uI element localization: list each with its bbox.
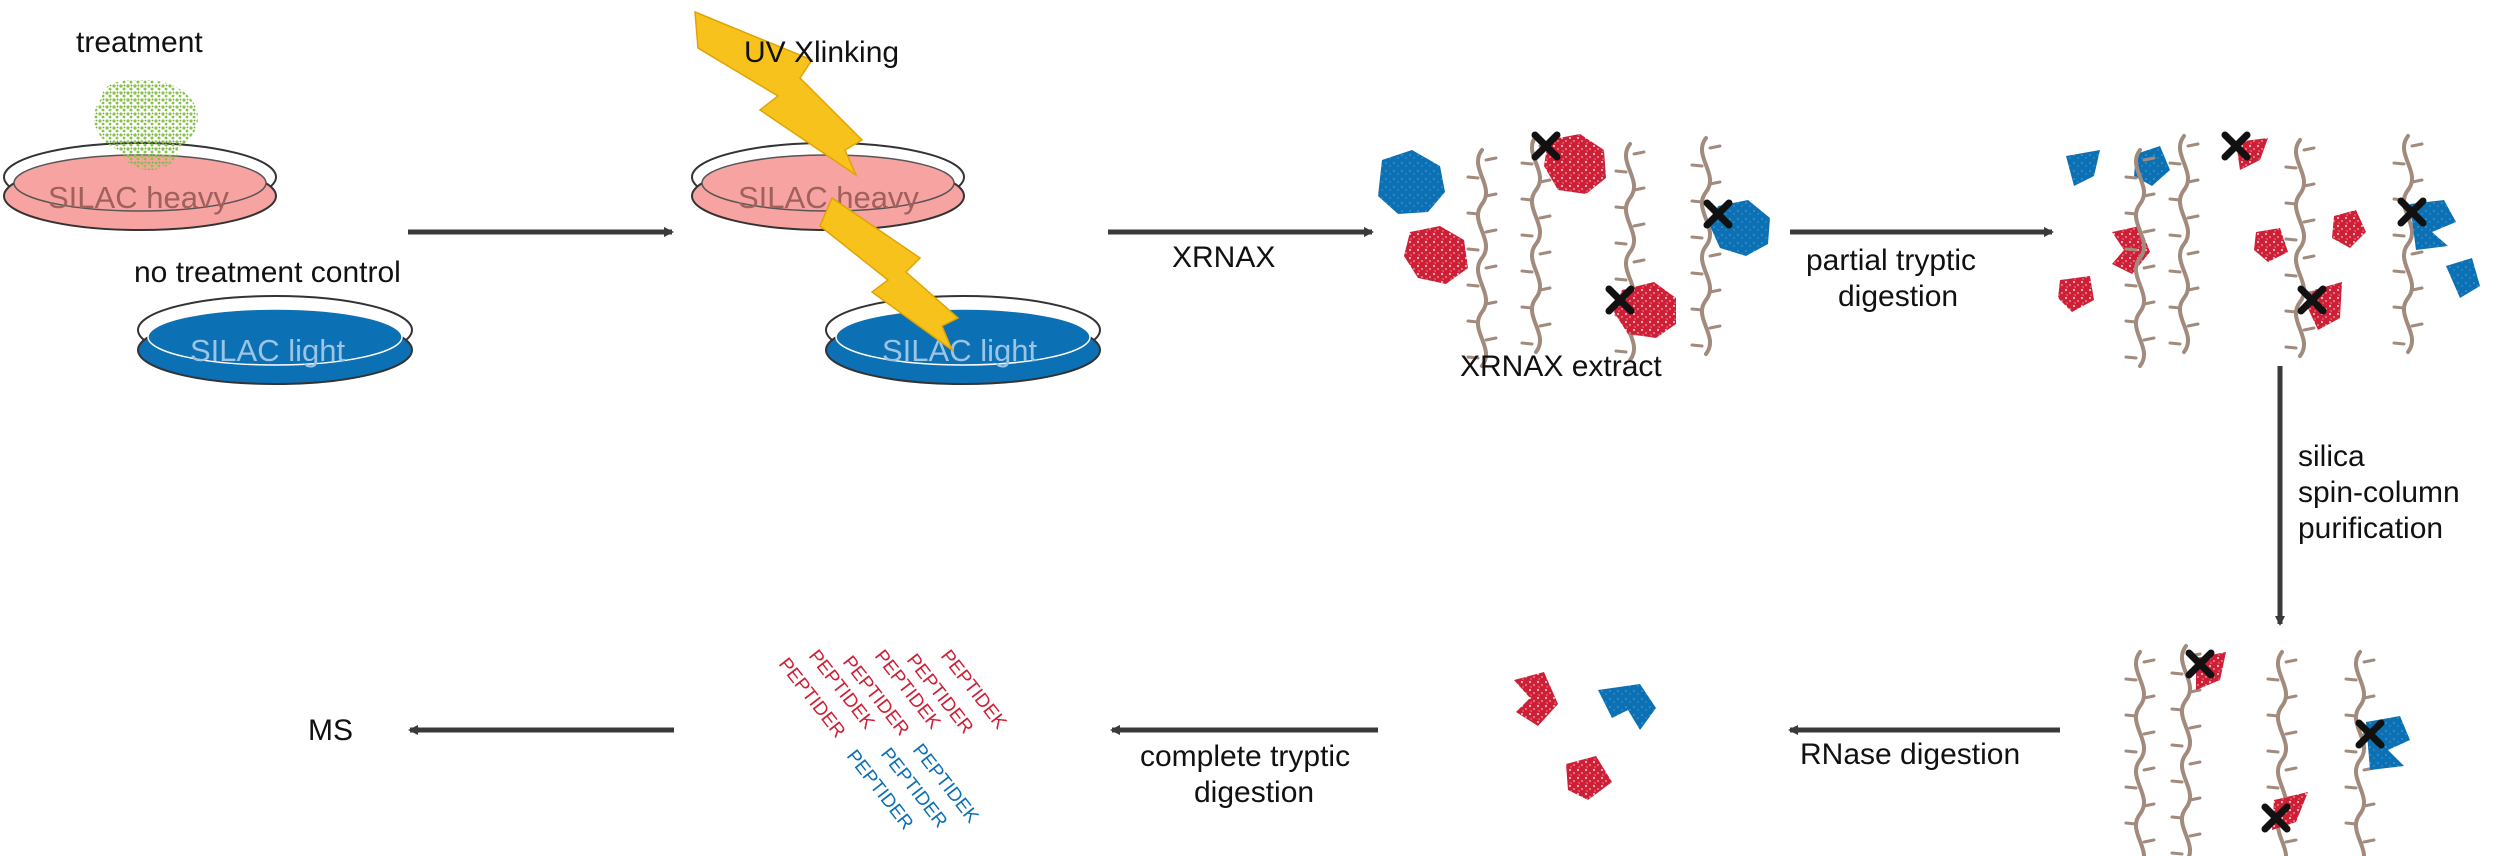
protein-fragment-blue (2366, 716, 2410, 770)
rna-strand (2168, 134, 2200, 354)
rna-strand (2284, 138, 2316, 358)
dish-light-2 (825, 295, 1101, 385)
rna-strand (1466, 148, 1498, 368)
dish-heavy-2 (691, 142, 965, 231)
partial-digestion-label-1: partial tryptic (1806, 244, 1976, 277)
lightning-bolt-icon-2 (819, 196, 960, 353)
rnase-label: RNase digestion (1800, 738, 2020, 771)
silac-light-label-1: SILAC light (190, 333, 345, 368)
complete-digestion-label-1: complete tryptic (1140, 740, 1350, 773)
uv-xlinking-label: UV Xlinking (744, 36, 899, 69)
xrnax-extract-label: XRNAX extract (1460, 350, 1662, 383)
purified-complexes-illustration (2124, 644, 2410, 856)
protein-red (1544, 134, 1606, 194)
partial-digestion-label-2: digestion (1838, 280, 1958, 313)
protein-fragment-blue (2410, 200, 2456, 250)
protein-red (1614, 282, 1676, 338)
peptide-cluster: PEPTIDER PEPTIDEK PEPTIDER PEPTIDEK PEPT… (774, 646, 1011, 834)
protein-blue (1378, 150, 1445, 214)
protein-fragment-blue (2446, 258, 2480, 298)
protein-fragment-red (2332, 210, 2366, 248)
protein-fragment-blue (2134, 146, 2170, 186)
protein-fragment-red (1566, 756, 1612, 800)
silac-heavy-label-1: SILAC heavy (48, 180, 229, 215)
rna-strand (2124, 650, 2156, 856)
partial-digestion-illustration (2058, 134, 2480, 368)
complete-digestion-label-2: digestion (1194, 776, 1314, 809)
dish-heavy-1 (3, 142, 277, 231)
treatment-label: treatment (76, 26, 203, 59)
silica-label-2: spin-column (2298, 476, 2460, 509)
protein-fragment-red (2058, 276, 2094, 312)
protein-fragment-red (2236, 138, 2268, 170)
silica-label-3: purification (2298, 512, 2443, 545)
protein-fragment-blue (2066, 150, 2100, 186)
xrnax-label: XRNAX (1172, 241, 1275, 274)
lightning-bolt-icon (694, 10, 864, 178)
treatment-cloud (94, 80, 198, 170)
protein-red (1404, 226, 1468, 284)
dish-light-1 (137, 295, 413, 385)
rna-strand (1690, 136, 1722, 356)
protein-fragment-blue (1598, 684, 1656, 730)
protein-fragment-red (2254, 228, 2288, 262)
xrnax-extract-illustration (1378, 134, 1770, 368)
protein-fragment-red (1514, 672, 1558, 726)
silica-label-1: silica (2298, 440, 2365, 473)
ms-label: MS (308, 714, 353, 747)
rna-strand (2170, 644, 2202, 856)
silac-light-label-2: SILAC light (882, 333, 1037, 368)
released-peptides-illustration (1514, 672, 1656, 800)
protein-blue (1710, 200, 1770, 256)
no-treatment-label: no treatment control (134, 256, 401, 289)
